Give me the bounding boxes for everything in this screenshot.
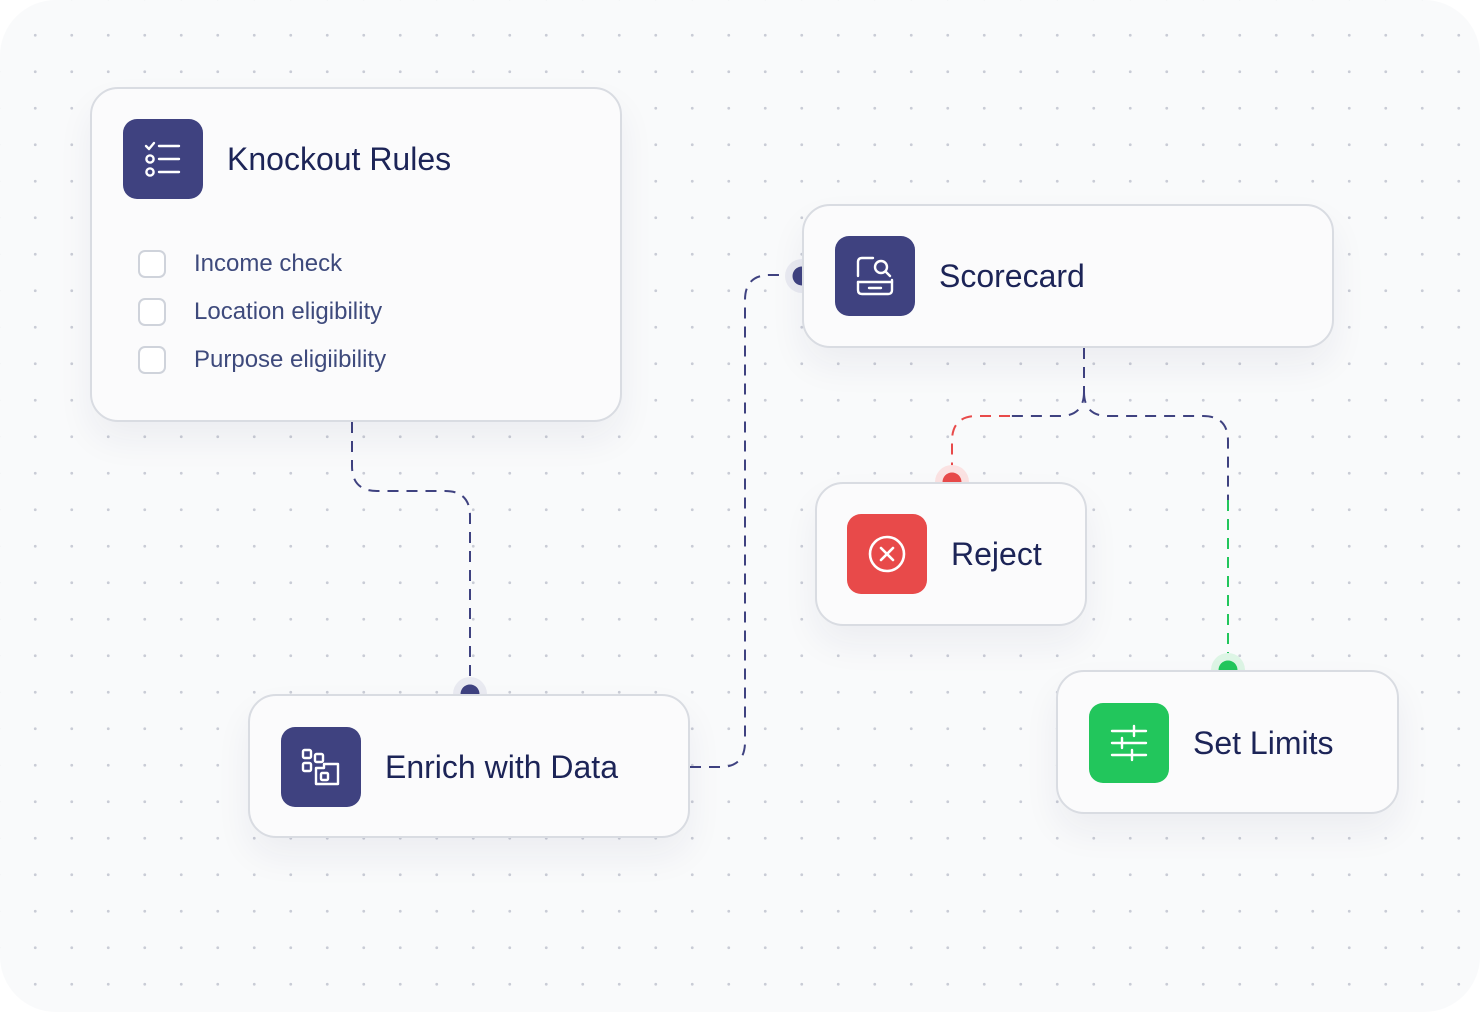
sliders-icon [1110,724,1148,762]
check-label: Location eligibility [194,298,383,325]
check-row-purpose[interactable]: Purpose eligiibility [138,343,386,377]
checkbox[interactable] [138,346,166,374]
data-blocks-icon [301,748,340,786]
checkbox[interactable] [138,250,166,278]
check-label: Income check [194,250,343,277]
checklist-icon [144,141,181,177]
check-label: Purpose eligiibility [194,346,387,373]
checkbox[interactable] [138,298,166,326]
node-set-limits[interactable]: Set Limits [1056,670,1399,814]
reject-title: Reject [951,536,1042,572]
edge-knockout-to-enrich [351,422,471,694]
knockout-icon-tile [123,119,203,199]
node-reject[interactable]: Reject [815,482,1087,626]
check-row-location[interactable]: Location eligibility [138,295,382,329]
limits-title: Set Limits [1193,725,1334,761]
scorecard-icon-tile [835,236,915,316]
enrich-icon-tile [281,727,361,807]
check-row-income[interactable]: Income check [138,247,342,281]
node-knockout-rules[interactable]: Knockout Rules Income check Location eli… [90,87,622,422]
scorecard-title: Scorecard [939,258,1085,294]
edge-enrich-to-scorecard [690,274,802,768]
edge-scorecard-to-limits [1083,391,1229,500]
limits-icon-tile [1089,703,1169,783]
scorecard-search-icon [856,256,894,296]
edge-scorecard-to-reject [1010,391,1085,417]
enrich-title: Enrich with Data [385,749,618,785]
node-enrich-with-data[interactable]: Enrich with Data [248,694,690,838]
node-scorecard[interactable]: Scorecard [802,204,1334,348]
reject-icon-tile [847,514,927,594]
x-circle-icon [868,535,906,573]
knockout-title: Knockout Rules [227,141,452,177]
